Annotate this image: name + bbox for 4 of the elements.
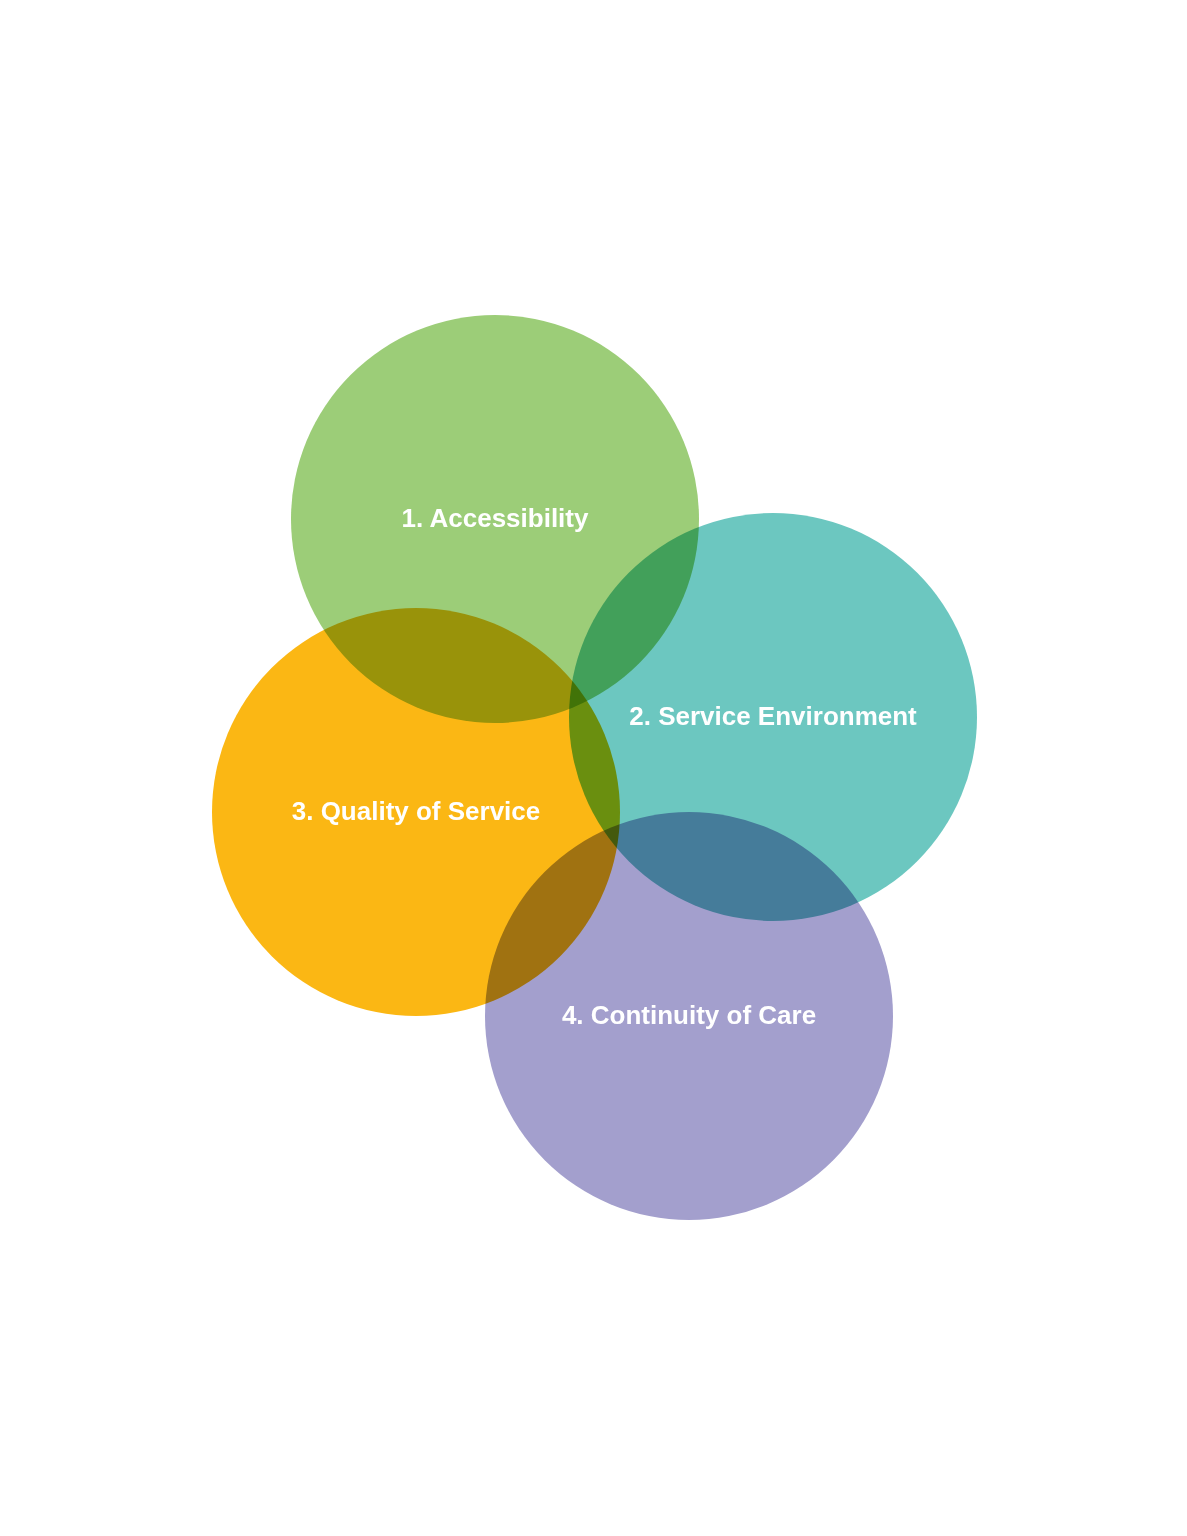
- circle-label: 4. Continuity of Care: [561, 1001, 817, 1031]
- circle-label: 3. Quality of Service: [291, 797, 541, 827]
- circle-label: 1. Accessibility: [401, 504, 589, 534]
- circle-label: 2. Service Environment: [629, 702, 917, 732]
